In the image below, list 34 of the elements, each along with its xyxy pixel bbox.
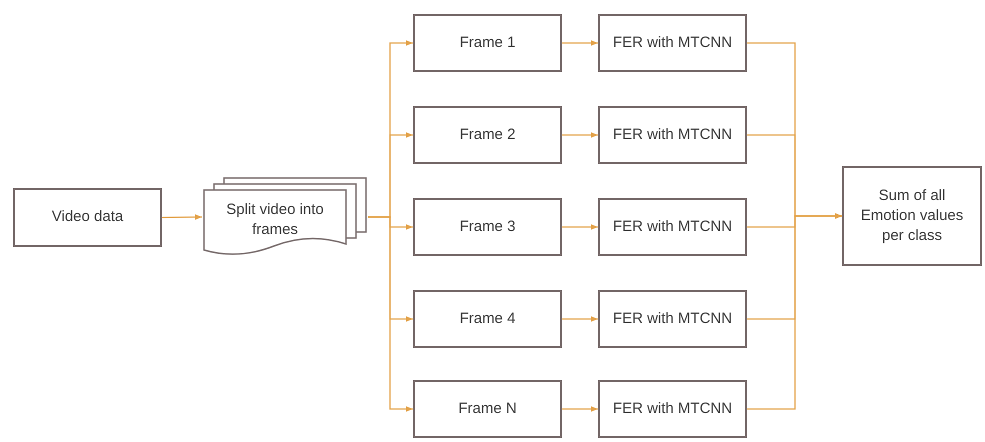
- process-box: [413, 198, 562, 256]
- node-label: Video data: [50, 207, 124, 228]
- node-label: Frame 1: [458, 32, 516, 53]
- node-label: Frame 3: [458, 216, 516, 237]
- node-label: Split video into frames: [225, 200, 325, 240]
- arrow: [562, 406, 598, 412]
- node-label: FER with MTCNN: [612, 32, 734, 53]
- node-label: FER with MTCNN: [612, 216, 734, 237]
- arrow: [562, 40, 598, 46]
- process-box: [13, 188, 162, 247]
- arrow: [562, 132, 598, 138]
- node-label: Frame 4: [458, 308, 516, 329]
- arrow: [162, 214, 202, 220]
- process-box: [598, 380, 747, 438]
- process-box: [413, 106, 562, 164]
- arrow: [562, 316, 598, 322]
- process-box: [598, 106, 747, 164]
- node-label: FER with MTCNN: [612, 398, 734, 419]
- multi-document-shape: [202, 176, 368, 258]
- node-label: FER with MTCNN: [612, 308, 734, 329]
- process-box: [413, 14, 562, 72]
- process-box: [598, 198, 747, 256]
- node-label: Frame N: [457, 398, 518, 419]
- node-label: FER with MTCNN: [612, 124, 734, 145]
- node-label: Sum of all Emotion values per class: [860, 186, 964, 246]
- arrow: [747, 213, 842, 410]
- arrow: [368, 216, 413, 412]
- process-box: [842, 166, 982, 266]
- process-box: [413, 290, 562, 348]
- process-box: [598, 14, 747, 72]
- node-label: Frame 2: [458, 124, 516, 145]
- arrow: [562, 224, 598, 230]
- process-box: [413, 380, 562, 438]
- process-box: [598, 290, 747, 348]
